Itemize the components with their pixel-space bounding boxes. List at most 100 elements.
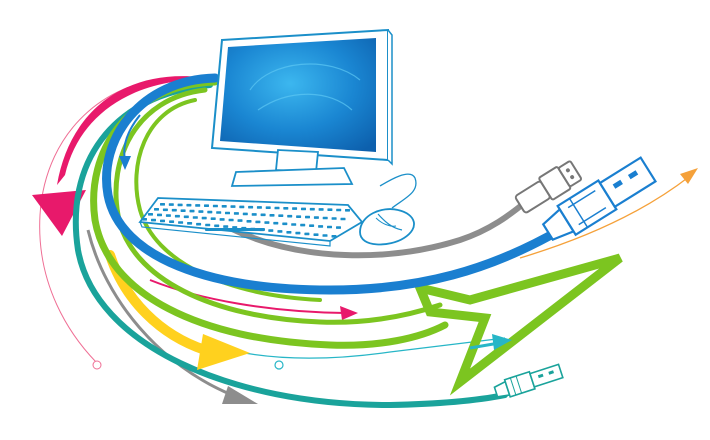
monitor-base bbox=[230, 167, 354, 187]
cyan-arrow bbox=[469, 334, 512, 350]
keyboard-key bbox=[273, 221, 279, 225]
keyboard-key bbox=[331, 235, 337, 238]
keyboard-key bbox=[178, 221, 184, 224]
keyboard-key bbox=[305, 215, 310, 219]
keyboard-spacebar bbox=[205, 228, 265, 231]
keyboard-key bbox=[291, 223, 297, 226]
keyboard-icon bbox=[138, 197, 364, 247]
keyboard-key bbox=[277, 230, 283, 233]
thin-pink-arc-end-dot bbox=[92, 360, 102, 370]
keyboard-key bbox=[282, 222, 288, 226]
keyboard-key bbox=[327, 208, 333, 211]
teal-swoosh bbox=[72, 82, 508, 409]
thin-orange-line bbox=[519, 175, 691, 259]
green-big-arrow bbox=[412, 253, 623, 396]
keyboard-key bbox=[142, 218, 147, 221]
ps2-plug-icon bbox=[514, 160, 583, 214]
keyboard-key bbox=[345, 209, 350, 212]
keyboard-key bbox=[214, 224, 220, 228]
keyboard-key bbox=[151, 218, 156, 222]
keyboard-key bbox=[287, 214, 293, 218]
keyboard-key bbox=[230, 205, 236, 208]
keyboard-key bbox=[198, 210, 204, 213]
keyboard-key bbox=[219, 218, 225, 221]
gray-cable-swoosh bbox=[227, 197, 531, 259]
keyboard-key bbox=[255, 220, 261, 224]
keyboard-key bbox=[286, 231, 292, 234]
keyboard-key bbox=[331, 217, 337, 220]
keyboard-key bbox=[187, 222, 193, 225]
keyboard-key bbox=[237, 219, 243, 222]
keyboard-key bbox=[318, 225, 324, 228]
keyboard-key bbox=[160, 203, 165, 206]
keyboard-key bbox=[283, 207, 289, 210]
keyboard-key bbox=[233, 212, 239, 215]
keyboard-key bbox=[327, 225, 332, 229]
thin-cyan-line-dot bbox=[274, 360, 284, 370]
keyboard-key bbox=[186, 203, 192, 207]
keyboard-key bbox=[248, 205, 254, 209]
keyboard-key bbox=[162, 208, 168, 212]
keyboard-key bbox=[196, 222, 202, 226]
monitor-right-edge bbox=[387, 29, 393, 166]
monitor-icon bbox=[210, 28, 393, 187]
keyboard-key bbox=[336, 226, 341, 229]
keyboard-key bbox=[260, 213, 266, 217]
keyboard-key bbox=[221, 205, 227, 208]
keyboard-key bbox=[318, 208, 324, 211]
keyboard-key bbox=[295, 231, 301, 235]
keyboard-key bbox=[223, 225, 229, 228]
keyboard-keys bbox=[142, 203, 350, 238]
keyboard-key bbox=[256, 206, 262, 209]
keyboard-key bbox=[301, 207, 306, 211]
keyboard-key bbox=[177, 203, 183, 207]
keyboard-key bbox=[189, 209, 195, 213]
keyboard-key bbox=[296, 215, 302, 218]
keyboard-key bbox=[246, 220, 252, 223]
keyboard-key bbox=[205, 223, 211, 227]
mouse-icon bbox=[359, 173, 417, 246]
keyboard-key bbox=[160, 219, 165, 223]
keyboard-key bbox=[195, 204, 201, 207]
keyboard-key bbox=[300, 223, 306, 227]
keyboard-key bbox=[269, 214, 275, 217]
keyboard-key bbox=[183, 215, 189, 219]
monitor-screen-swirl bbox=[249, 63, 361, 111]
keyboard-key bbox=[336, 208, 342, 212]
keyboard-key bbox=[225, 211, 230, 215]
keyboard-key bbox=[251, 213, 257, 216]
keyboard-key bbox=[192, 216, 198, 219]
keyboard-key bbox=[228, 218, 234, 222]
keyboard-key bbox=[168, 203, 174, 206]
magenta-swoosh bbox=[32, 76, 220, 236]
keyboard-key bbox=[210, 217, 216, 220]
keyboard-key bbox=[309, 207, 315, 211]
keyboard-key bbox=[340, 217, 346, 221]
gray-arrowhead bbox=[222, 386, 258, 404]
keyboard-key bbox=[304, 232, 310, 236]
keyboard-key bbox=[278, 214, 284, 217]
keyboard-key bbox=[204, 204, 209, 207]
keyboard-key bbox=[322, 234, 328, 237]
gray-swoosh bbox=[86, 229, 258, 404]
keyboard-key bbox=[274, 206, 280, 210]
usb-plug-small-icon bbox=[493, 363, 564, 398]
thin-cyan-line bbox=[209, 337, 506, 359]
mouse-body bbox=[359, 208, 415, 246]
keyboard-key bbox=[268, 229, 274, 232]
keyboard-key bbox=[174, 214, 180, 218]
magenta-arrowhead bbox=[32, 190, 86, 236]
keyboard-key bbox=[165, 214, 171, 217]
keyboard-key bbox=[216, 211, 222, 214]
keyboard-key bbox=[157, 213, 162, 217]
keyboard-key bbox=[169, 220, 175, 223]
blue-thin-arrowhead bbox=[119, 156, 131, 170]
keyboard-key bbox=[264, 221, 270, 224]
keyboard-key bbox=[212, 204, 218, 208]
keyboard-key bbox=[180, 209, 186, 212]
keyboard-key bbox=[201, 216, 207, 220]
keyboard-key bbox=[292, 207, 298, 210]
keyboard-key bbox=[239, 205, 245, 209]
keyboard-key bbox=[313, 233, 319, 236]
